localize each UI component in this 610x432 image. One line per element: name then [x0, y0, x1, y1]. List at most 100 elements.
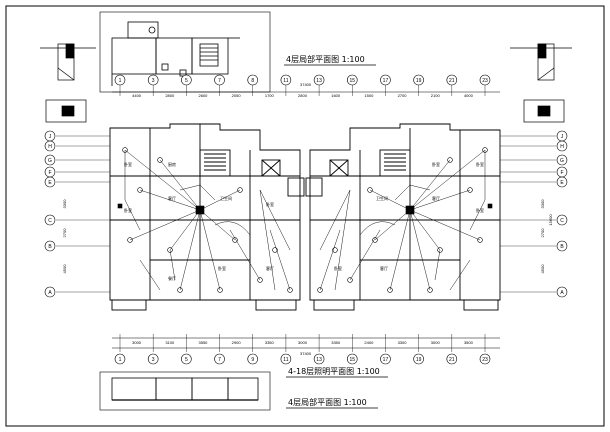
svg-text:B: B — [560, 244, 564, 250]
svg-text:9: 9 — [251, 357, 254, 363]
right-dim-label: 2700 — [540, 228, 545, 238]
right-axis-bubble: A — [556, 286, 568, 298]
drawing-border — [5, 5, 605, 427]
svg-text:A: A — [48, 290, 52, 296]
svg-text:5: 5 — [185, 357, 188, 363]
svg-text:21: 21 — [449, 78, 455, 84]
svg-text:A: A — [560, 290, 564, 296]
bottom-dim-label: 3350 — [331, 340, 341, 345]
wiring-right — [319, 149, 486, 291]
svg-text:H: H — [560, 144, 564, 150]
right-dim-label: 4500 — [540, 264, 545, 274]
right-axis-bubble: E — [556, 176, 568, 188]
bottom-axis-bubble: 23 — [479, 353, 491, 365]
bottom-axis-bubble: 3 — [147, 353, 159, 365]
svg-text:E: E — [560, 180, 564, 186]
top-axis-bubble: 11 — [280, 74, 292, 86]
room-labels: 卧室客厅卧室厨房卫生间卧室客厅卧室餐厅卧室客厅卧室卧室卫生间客厅卧室 — [124, 161, 484, 281]
right-axis-bubble: G — [556, 154, 568, 166]
svg-text:1: 1 — [119, 357, 122, 363]
svg-text:7: 7 — [218, 78, 221, 84]
svg-text:21: 21 — [449, 357, 455, 363]
wiring-left — [124, 149, 291, 291]
room-label: 卧室 — [124, 161, 132, 167]
room-label: 卧室 — [476, 161, 484, 167]
room-label: 卧室 — [334, 265, 342, 271]
detail-left — [40, 43, 96, 123]
left-axis-bubble: J — [44, 130, 56, 142]
svg-text:3: 3 — [152, 357, 155, 363]
top-axis-bubble: 21 — [446, 74, 458, 86]
right-axis-bubble: B — [556, 240, 568, 252]
left-axis-bubble: B — [44, 240, 56, 252]
room-label: 餐厅 — [168, 275, 176, 281]
svg-text:11: 11 — [283, 78, 288, 84]
right-dim-label: 15600 — [548, 214, 553, 226]
right-axis-bubble: F — [556, 166, 568, 178]
room-label: 卧室 — [476, 207, 484, 213]
right-axis-bubble: C — [556, 214, 568, 226]
svg-text:J: J — [561, 134, 564, 140]
total-dim-bottom: 37400 — [300, 351, 312, 356]
bottom-axis-bubble: 1 — [114, 353, 126, 365]
title-mid: 4-18层照明平面图 1:100 — [288, 367, 380, 376]
top-axis-bubble: 8 — [247, 74, 259, 86]
room-label: 卫生间 — [376, 195, 388, 201]
top-axis-bubble: 17 — [380, 74, 391, 86]
right-dim-label: 3300 — [540, 199, 545, 209]
bottom-axis-bubble: 13 — [313, 353, 325, 365]
right-dimension-column: 3300 2700 4500 15600 — [540, 199, 553, 274]
bottom-dim-label: 3100 — [165, 340, 175, 345]
room-label: 客厅 — [266, 265, 274, 271]
room-label: 客厅 — [432, 195, 440, 201]
svg-text:H: H — [48, 144, 52, 150]
top-dim-label: 4000 — [464, 93, 474, 98]
svg-text:15: 15 — [349, 357, 355, 363]
svg-text:5: 5 — [185, 78, 188, 84]
svg-text:19: 19 — [416, 78, 422, 84]
bottom-axis-bubble: 17 — [380, 353, 391, 365]
bottom-dim-label: 3500 — [464, 340, 474, 345]
svg-text:J: J — [49, 134, 52, 140]
top-axis-bubble: 3 — [147, 74, 159, 86]
left-axis-bubble: C — [44, 214, 56, 226]
svg-text:11: 11 — [283, 357, 288, 363]
top-axis-bubble: 13 — [313, 74, 325, 86]
top-axis-bubble: 23 — [479, 74, 491, 86]
svg-text:1: 1 — [119, 78, 122, 84]
top-dim-label: 1600 — [331, 93, 341, 98]
svg-text:23: 23 — [482, 78, 488, 84]
bottom-axis-bubble: 21 — [446, 353, 458, 365]
detail-right — [510, 43, 572, 123]
top-axis-bubble: 19 — [413, 74, 424, 86]
svg-text:8: 8 — [251, 78, 254, 84]
right-axis-bubble: H — [556, 140, 568, 152]
top-axis-bubble: 7 — [214, 74, 225, 86]
bottom-dim-label: 2400 — [364, 340, 374, 345]
top-dim-label: 1700 — [265, 93, 275, 98]
svg-text:23: 23 — [482, 357, 488, 363]
left-axis-bubble: F — [44, 166, 56, 178]
svg-text:F: F — [48, 170, 51, 176]
room-label: 卧室 — [266, 201, 274, 207]
bottom-axis-bubble: 5 — [181, 353, 192, 365]
left-axis-bubble: G — [44, 154, 56, 166]
bottom-dim-label: 3000 — [431, 340, 441, 345]
bottom-axis-bubble: 15 — [346, 353, 358, 365]
top-dim-label: 1500 — [364, 93, 374, 98]
left-axis-bubble: A — [44, 286, 56, 298]
left-axis-bubble: H — [44, 140, 56, 152]
room-label: 卧室 — [218, 265, 226, 271]
bottom-dim-label: 2900 — [232, 340, 242, 345]
bottom-axis-bubble: 7 — [214, 353, 225, 365]
room-label: 客厅 — [380, 265, 388, 271]
svg-text:C: C — [560, 218, 564, 224]
room-label: 客厅 — [168, 195, 176, 201]
top-dim-label: 2800 — [298, 93, 308, 98]
left-dim-label: 3300 — [62, 199, 67, 209]
room-label: 厨房 — [168, 161, 176, 167]
light-fixtures — [117, 147, 493, 293]
svg-text:G: G — [560, 158, 564, 164]
